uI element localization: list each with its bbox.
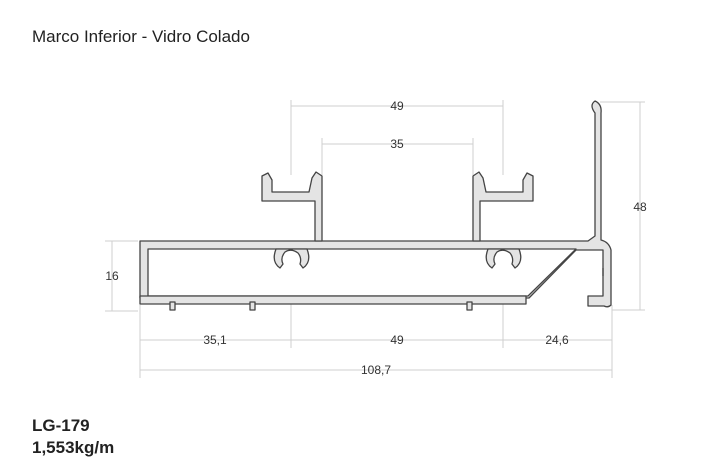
right-bead-channel: [472, 171, 534, 242]
product-code: LG-179: [32, 416, 90, 435]
dim-bottom-right: 24,6: [545, 333, 569, 347]
dim-bottom-left: 35,1: [203, 333, 227, 347]
dim-top-inner: 35: [390, 137, 404, 151]
dim-bottom-middle: 49: [390, 333, 404, 347]
foot-1: [169, 301, 176, 311]
dimension-lines: [105, 100, 645, 378]
dim-total-width: 108,7: [361, 363, 391, 377]
screw-boss-left: [273, 248, 310, 269]
aluminium-profile: [139, 100, 612, 311]
foot-2: [249, 301, 256, 311]
screw-boss-right: [485, 248, 522, 269]
profile-chamber: [147, 248, 577, 297]
dim-top-outer: 49: [390, 99, 404, 113]
dim-height-base: 16: [105, 269, 119, 283]
dimension-labels: 49 35 48 16 35,1 49 24,6 108,7: [105, 99, 647, 377]
left-bead-channel: [261, 171, 323, 242]
drawing-title: Marco Inferior - Vidro Colado: [32, 27, 250, 46]
profile-bottom-flange: [139, 295, 527, 305]
dim-height-total: 48: [633, 200, 647, 214]
product-weight: 1,553kg/m: [32, 438, 115, 457]
foot-3: [466, 301, 473, 311]
